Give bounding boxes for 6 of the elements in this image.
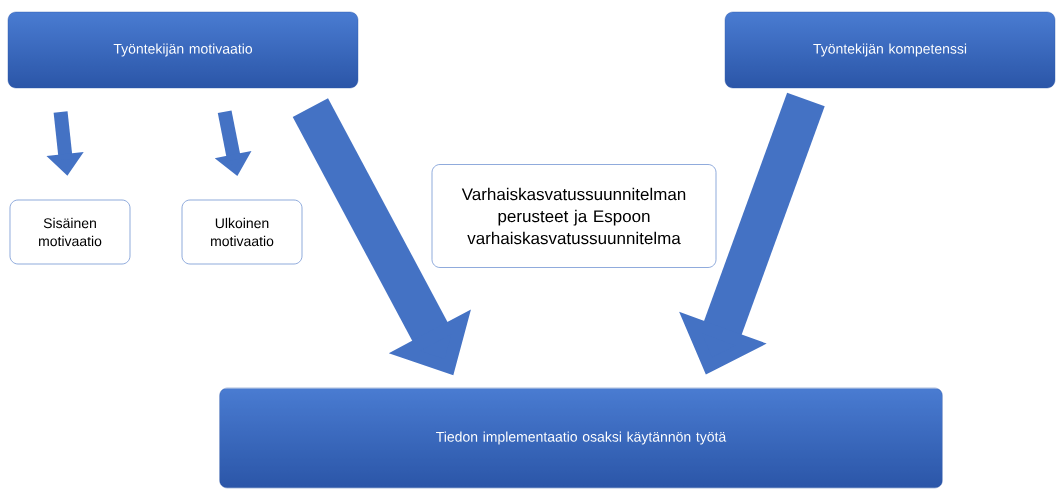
text-box: Ulkoinen motivaatio: [181, 199, 303, 265]
text-box: Varhaiskasvatussuunnitelman perusteet ja Espoon varhaiskasvatussuunnitelma: [431, 164, 717, 268]
text-box: Sisäinen motivaatio: [9, 199, 131, 265]
title-box: Tiedon implementaatio osaksi käytännön työtä: [219, 387, 943, 489]
title-box: Työntekijän kompetenssi: [724, 11, 1056, 89]
title-box: Työntekijän motivaatio: [7, 11, 359, 89]
